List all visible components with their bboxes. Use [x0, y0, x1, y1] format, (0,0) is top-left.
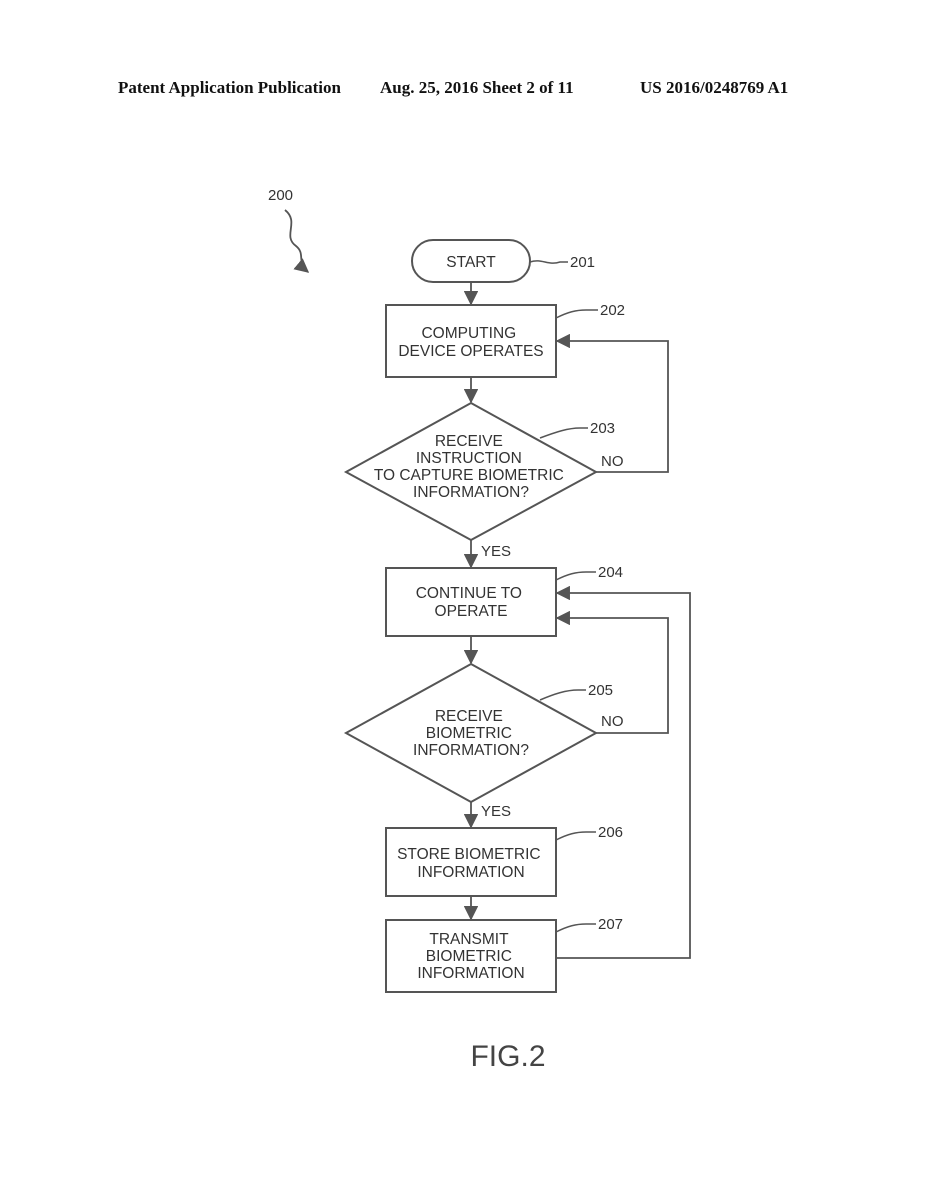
leader-203 [539, 427, 588, 439]
page-header: Patent Application Publication Aug. 25, … [0, 78, 927, 106]
edge-label-yes-1: YES [481, 543, 511, 560]
leader-205 [539, 689, 586, 701]
receive-biometric-label: RECEIVE BIOMETRIC INFORMATION? [413, 708, 529, 759]
publication-type: Patent Application Publication [118, 78, 341, 97]
computing-device-operates-label: COMPUTING DEVICE OPERATES [398, 325, 543, 360]
figure-label: FIG.2 [470, 1040, 545, 1073]
arrow-no-loop-to-continue [555, 610, 669, 734]
publication-number: US 2016/0248769 A1 [640, 78, 789, 97]
ref-203: 203 [590, 420, 615, 437]
leader-207 [555, 923, 596, 933]
edge-label-no-2: NO [601, 713, 624, 730]
ref-204: 204 [598, 564, 623, 581]
store-biometric-label: STORE BIOMETRIC INFORMATION [397, 846, 545, 881]
edge-label-yes-2: YES [481, 803, 511, 820]
figure-ref-arrow [284, 209, 310, 273]
receive-instruction-label: RECEIVE INSTRUCTION TO CAPTURE BIOMETRIC… [374, 433, 568, 501]
leader-201 [529, 260, 568, 264]
computing-device-operates-box [385, 304, 557, 378]
continue-to-operate-box [385, 567, 557, 637]
ref-207: 207 [598, 916, 623, 933]
transmit-biometric-label: TRANSMIT BIOMETRIC INFORMATION [417, 931, 524, 982]
ref-206: 206 [598, 824, 623, 841]
leader-204 [555, 571, 596, 581]
transmit-biometric-box [385, 919, 557, 993]
ref-202: 202 [600, 302, 625, 319]
ref-205: 205 [588, 682, 613, 699]
ref-201: 201 [570, 254, 595, 271]
arrow-no-loop-to-operate [555, 333, 669, 473]
leader-206 [555, 831, 596, 841]
store-biometric-box [385, 827, 557, 897]
arrow-transmit-loop-to-continue [555, 585, 691, 959]
leader-202 [555, 309, 598, 319]
start-label: START [446, 254, 496, 271]
continue-to-operate-label: CONTINUE TO OPERATE [416, 585, 527, 620]
figure-ref: 200 [268, 187, 293, 204]
edge-label-no-1: NO [601, 453, 624, 470]
publication-date-sheet: Aug. 25, 2016 Sheet 2 of 11 [380, 78, 574, 97]
